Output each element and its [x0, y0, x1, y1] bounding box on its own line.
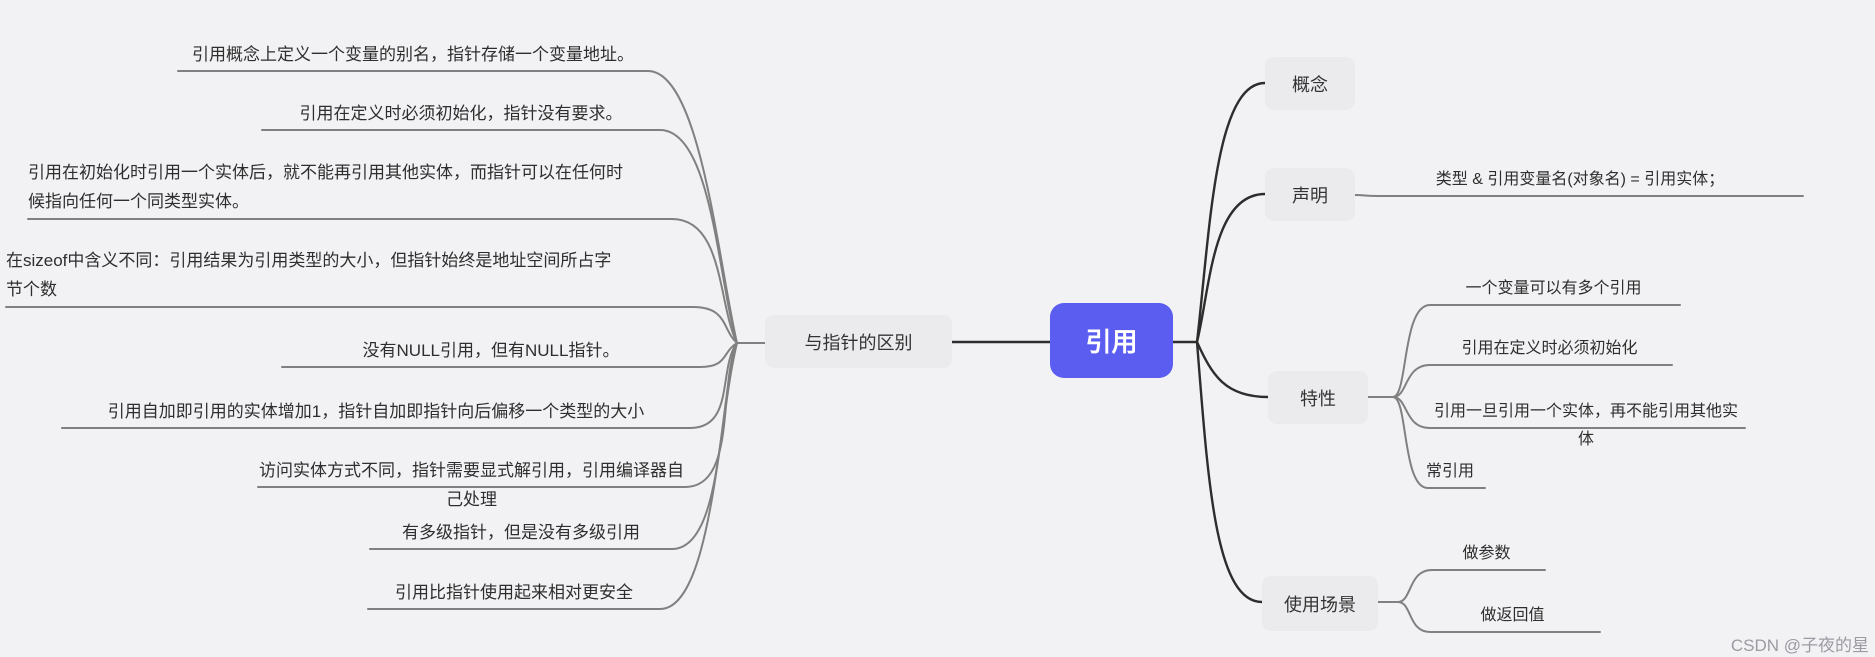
connector-root-traits	[1195, 340, 1270, 399]
node-declaration[interactable]: 声明	[1265, 168, 1355, 221]
leaf-traits-1[interactable]: 一个变量可以有多个引用	[1465, 280, 1642, 297]
node-root-reference[interactable]: 引用	[1050, 303, 1173, 378]
leaf-traits-3[interactable]: 引用一旦引用一个实体，再不能引用其他实体	[1433, 403, 1738, 448]
leaf-left-8[interactable]: 有多级指针，但是没有多级引用	[402, 523, 640, 542]
node-usage[interactable]: 使用场景	[1262, 576, 1378, 631]
node-traits[interactable]: 特性	[1268, 371, 1368, 424]
leaf-left-3[interactable]: 引用在初始化时引用一个实体后，就不能再引用其他实体，而指针可以在任何时 候指向任…	[28, 163, 623, 211]
connector-usage-child-1	[1397, 569, 1546, 603]
connector-traits-child-2	[1392, 364, 1673, 398]
leaf-declaration-syntax[interactable]: 类型 & 引用变量名(对象名) = 引用实体；	[1435, 171, 1725, 188]
leaf-left-7[interactable]: 访问实体方式不同，指针需要显式解引用，引用编译器自己处理	[259, 461, 684, 509]
leaf-left-1[interactable]: 引用概念上定义一个变量的别名，指针存储一个变量地址。	[192, 45, 634, 64]
leaf-usage-1[interactable]: 做参数	[1462, 545, 1511, 562]
leaf-traits-4[interactable]: 常引用	[1425, 463, 1474, 480]
leaf-left-6[interactable]: 引用自加即引用的实体增加1，指针自加即指针向后偏移一个类型的大小	[107, 402, 645, 421]
leaf-traits-2[interactable]: 引用在定义时必须初始化	[1461, 340, 1638, 357]
node-concept[interactable]: 概念	[1265, 57, 1355, 110]
leaf-left-4[interactable]: 在sizeof中含义不同：引用结果为引用类型的大小，但指针始终是地址空间所占字 …	[6, 251, 612, 299]
leaf-left-5[interactable]: 没有NULL引用，但有NULL指针。	[362, 341, 620, 360]
connector-declaration-child	[1354, 194, 1804, 197]
leaf-usage-2[interactable]: 做返回值	[1480, 607, 1545, 624]
connector-root-declaration	[1195, 192, 1267, 344]
connector-root-usage	[1195, 340, 1264, 604]
leaf-left-2[interactable]: 引用在定义时必须初始化，指针没有要求。	[299, 104, 623, 123]
csdn-watermark: CSDN @子夜的星	[1730, 636, 1869, 655]
leaf-left-9[interactable]: 引用比指针使用起来相对更安全	[395, 583, 633, 602]
connector-root-concept	[1195, 81, 1267, 344]
node-pointer-difference[interactable]: 与指针的区别	[765, 315, 952, 368]
